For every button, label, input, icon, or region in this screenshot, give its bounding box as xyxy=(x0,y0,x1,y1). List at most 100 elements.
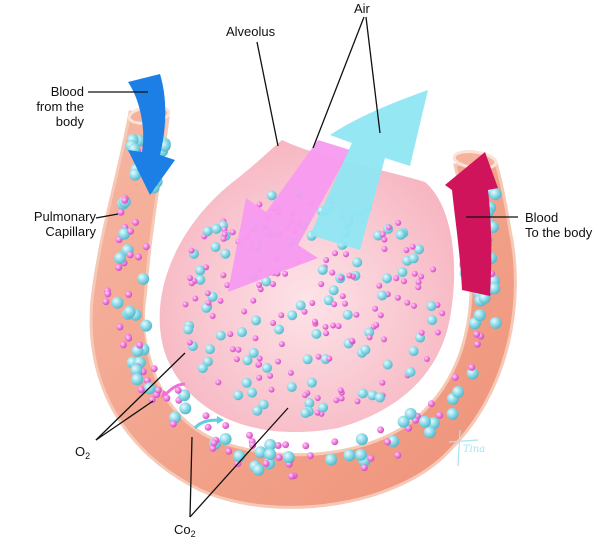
co2-molecule xyxy=(131,373,144,386)
o2-molecule xyxy=(339,293,346,300)
co2-molecule xyxy=(197,363,208,374)
co2-molecule xyxy=(382,359,393,370)
o2-molecule xyxy=(439,310,446,317)
o2-molecule xyxy=(222,422,230,429)
o2-molecule xyxy=(302,392,308,399)
o2-molecule xyxy=(115,264,123,271)
o2-molecule xyxy=(332,250,338,257)
o2-molecule xyxy=(256,282,263,288)
o2-molecule xyxy=(119,341,127,349)
co2-molecule xyxy=(473,309,486,322)
o2-molecule xyxy=(282,270,289,277)
co2-molecule xyxy=(251,315,261,326)
o2-molecule xyxy=(137,386,145,394)
o2-molecule xyxy=(434,329,441,336)
co2-molecule xyxy=(446,407,459,420)
co2-molecule xyxy=(397,415,410,428)
o2-molecule xyxy=(233,356,240,363)
co2-molecule xyxy=(168,411,181,424)
o2-molecule xyxy=(367,454,375,462)
o2-molecule xyxy=(326,355,333,362)
o2-molecule xyxy=(468,363,476,371)
o2-molecule xyxy=(210,439,218,447)
o2-molecule xyxy=(163,394,171,402)
co2-diffusion-arrowhead xyxy=(217,416,224,424)
o2-molecule xyxy=(394,451,402,459)
o2-molecule xyxy=(287,369,294,376)
o2-molecule xyxy=(192,295,199,302)
o2-molecule xyxy=(338,395,345,402)
co2-molecule xyxy=(352,257,363,268)
o2-molecule xyxy=(343,251,349,258)
o2-molecule xyxy=(209,313,216,319)
co2-molecule xyxy=(252,405,263,416)
o2-molecule xyxy=(377,312,384,319)
o2-molecule xyxy=(204,423,212,431)
co2-molecule xyxy=(323,295,334,306)
o2-molecule xyxy=(373,322,380,328)
o2-molecule xyxy=(353,311,360,318)
o2-molecule xyxy=(268,386,275,393)
co2-molecule xyxy=(258,399,269,410)
o2-molecule xyxy=(301,308,308,315)
o2-molecule xyxy=(150,365,158,373)
co2-molecule xyxy=(382,273,392,284)
o2-molecule xyxy=(154,386,162,394)
co2-molecule xyxy=(311,328,322,339)
co2-molecule xyxy=(418,415,431,428)
co2-molecule xyxy=(488,282,501,295)
co2-molecule xyxy=(377,290,388,301)
co2-molecule xyxy=(408,346,419,357)
o2-molecule xyxy=(330,322,337,329)
co2-molecule xyxy=(219,433,232,445)
o2-molecule xyxy=(360,464,368,472)
label-line: To the body xyxy=(525,225,593,240)
o2-molecule xyxy=(366,334,373,341)
co2-molecule xyxy=(252,463,265,476)
o2-molecule xyxy=(188,280,195,287)
o2-molecule xyxy=(229,229,236,236)
o2-molecule xyxy=(282,441,290,449)
co2-molecule xyxy=(360,344,371,355)
air-out-arrow xyxy=(310,90,428,250)
blood-to-body-arrow xyxy=(445,152,498,296)
label-line: body xyxy=(55,114,84,129)
o2-molecule xyxy=(393,275,400,282)
label-co2: Co2 xyxy=(174,522,196,542)
co2-molecule xyxy=(211,223,222,234)
co2-molecule xyxy=(202,226,213,237)
co2-molecule xyxy=(426,301,437,312)
o2-molecule xyxy=(346,272,353,279)
o2-molecule xyxy=(217,297,224,304)
o2-molecule xyxy=(121,196,129,204)
co2-molecule xyxy=(408,253,419,264)
o2-molecule xyxy=(331,301,338,308)
o2-molecule xyxy=(322,323,329,330)
o2-molecule xyxy=(302,442,310,450)
o2-molecule xyxy=(215,379,222,386)
o2-molecule xyxy=(411,270,418,277)
o2-molecule xyxy=(377,426,385,434)
o2-molecule xyxy=(187,275,193,281)
o2-molecule xyxy=(338,274,344,281)
leader-o2-1 xyxy=(95,352,186,441)
o2-molecule xyxy=(381,236,388,243)
blood-from-body-arrow xyxy=(128,74,175,195)
o2-molecule xyxy=(306,452,314,460)
o2-molecule xyxy=(275,358,282,365)
co2-molecule xyxy=(286,382,297,392)
o2-molecule xyxy=(125,290,133,298)
o2-molecule xyxy=(142,243,150,251)
co2-molecule xyxy=(233,390,244,401)
o2-molecule xyxy=(418,329,425,336)
o2-molecule xyxy=(136,341,144,349)
leader-air-1 xyxy=(312,16,365,149)
co2-molecule xyxy=(304,398,315,409)
label-line: from the xyxy=(36,99,84,114)
co2-molecule xyxy=(395,229,406,240)
co2-molecule xyxy=(111,296,124,309)
o2-molecule xyxy=(225,447,233,455)
o2-molecule xyxy=(275,453,283,461)
co2-molecule xyxy=(123,305,136,318)
co2-molecule xyxy=(195,265,206,276)
